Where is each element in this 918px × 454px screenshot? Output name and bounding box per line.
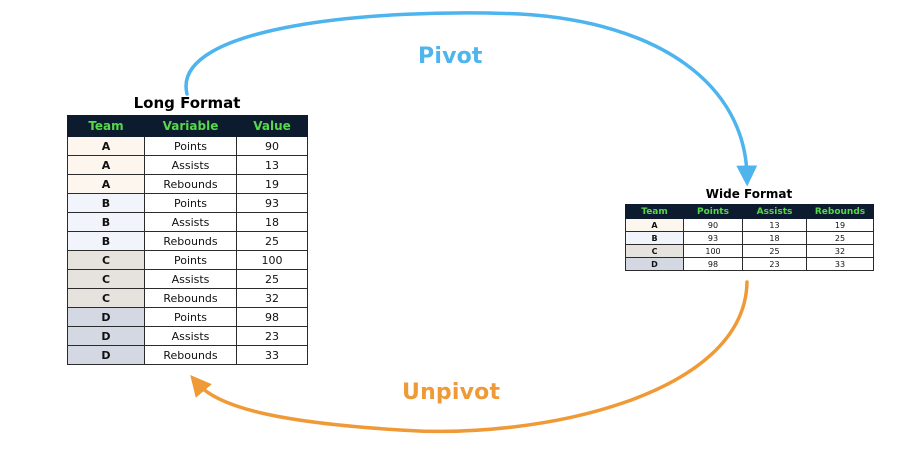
- table-cell: Assists: [144, 212, 237, 232]
- table-cell: 90: [236, 136, 308, 156]
- team-cell: C: [67, 250, 145, 270]
- table-cell: Assists: [144, 326, 237, 346]
- table-cell: Assists: [144, 269, 237, 289]
- table-cell: 90: [683, 218, 743, 232]
- table-cell: 25: [236, 269, 308, 289]
- table-cell: 19: [806, 218, 874, 232]
- table-cell: Rebounds: [144, 288, 237, 308]
- table-cell: 33: [236, 345, 308, 365]
- table-cell: Points: [144, 250, 237, 270]
- table-cell: 100: [683, 244, 743, 258]
- table-cell: 32: [236, 288, 308, 308]
- table-cell: Points: [144, 193, 237, 213]
- team-cell: D: [67, 345, 145, 365]
- column-header: Points: [683, 204, 743, 219]
- unpivot-arrow: [190, 280, 749, 434]
- table-cell: 93: [236, 193, 308, 213]
- table-cell: 13: [236, 155, 308, 175]
- table-cell: 23: [236, 326, 308, 346]
- table-cell: 100: [236, 250, 308, 270]
- table-cell: 25: [806, 231, 874, 245]
- table-cell: 93: [683, 231, 743, 245]
- team-cell: B: [67, 193, 145, 213]
- table-cell: Points: [144, 136, 237, 156]
- table-cell: Points: [144, 307, 237, 327]
- table-cell: 25: [742, 244, 807, 258]
- team-cell: B: [625, 231, 684, 245]
- team-cell: C: [625, 244, 684, 258]
- table-cell: 25: [236, 231, 308, 251]
- table-cell: 18: [236, 212, 308, 232]
- team-cell: B: [67, 231, 145, 251]
- table-cell: Rebounds: [144, 345, 237, 365]
- long-format-title: Long Format: [133, 94, 241, 112]
- wide-format-title: Wide Format: [705, 187, 793, 201]
- table-cell: 18: [742, 231, 807, 245]
- table-cell: 23: [742, 257, 807, 271]
- pivot-label: Pivot: [418, 44, 483, 69]
- table-cell: 98: [236, 307, 308, 327]
- team-cell: C: [67, 288, 145, 308]
- column-header: Team: [67, 115, 145, 137]
- team-cell: D: [625, 257, 684, 271]
- team-cell: A: [625, 218, 684, 232]
- table-cell: Rebounds: [144, 174, 237, 194]
- column-header: Variable: [144, 115, 237, 137]
- table-cell: 32: [806, 244, 874, 258]
- team-cell: A: [67, 174, 145, 194]
- team-cell: C: [67, 269, 145, 289]
- unpivot-label: Unpivot: [402, 380, 501, 405]
- team-cell: D: [67, 307, 145, 327]
- column-header: Rebounds: [806, 204, 874, 219]
- pivot-arrow: [184, 11, 758, 187]
- team-cell: D: [67, 326, 145, 346]
- team-cell: B: [67, 212, 145, 232]
- table-cell: 19: [236, 174, 308, 194]
- table-cell: 13: [742, 218, 807, 232]
- column-header: Team: [625, 204, 684, 219]
- column-header: Assists: [742, 204, 807, 219]
- team-cell: A: [67, 155, 145, 175]
- table-cell: Assists: [144, 155, 237, 175]
- team-cell: A: [67, 136, 145, 156]
- table-cell: Rebounds: [144, 231, 237, 251]
- table-cell: 33: [806, 257, 874, 271]
- table-cell: 98: [683, 257, 743, 271]
- column-header: Value: [236, 115, 308, 137]
